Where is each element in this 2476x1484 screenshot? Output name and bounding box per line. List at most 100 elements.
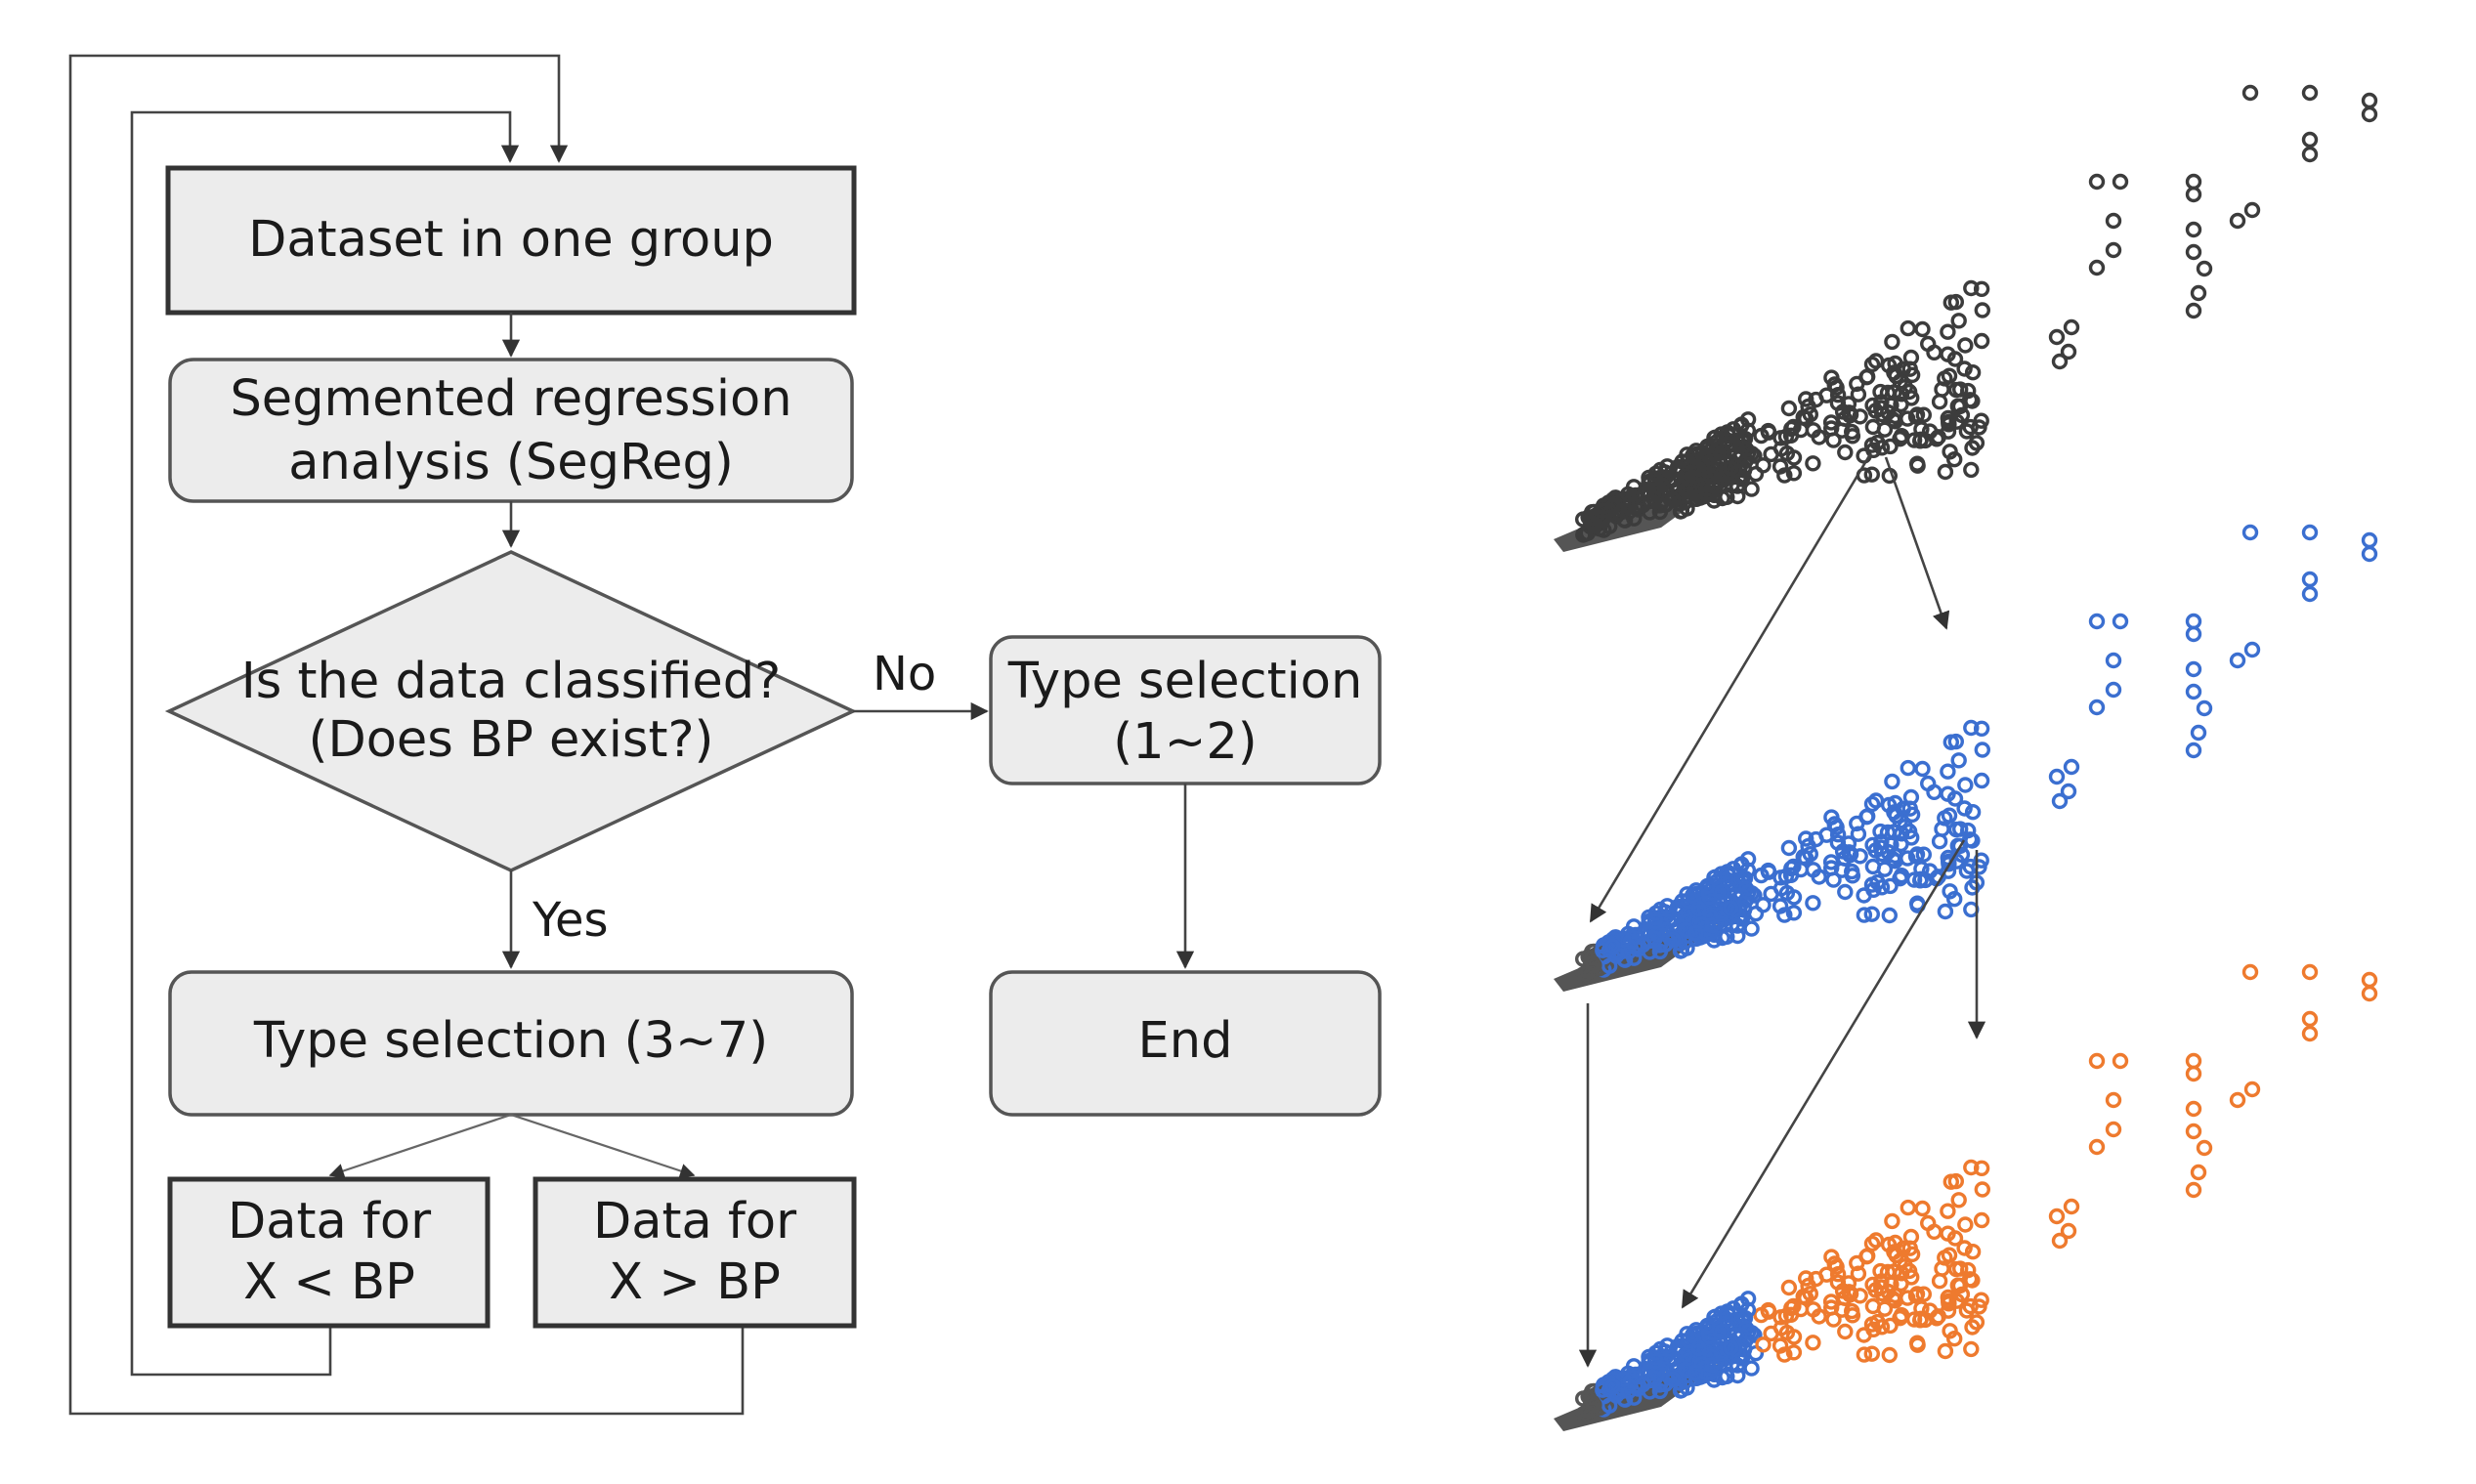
data-point xyxy=(1651,1382,1669,1400)
data-point xyxy=(1723,1339,1739,1356)
data-point xyxy=(2185,173,2202,191)
data-point xyxy=(1884,333,1900,351)
data-point xyxy=(1732,1296,1750,1313)
data-point xyxy=(1713,866,1729,882)
data-point xyxy=(1856,1346,1873,1363)
node-type-3-7-label: Type selection (3~7) xyxy=(253,1012,768,1070)
data-point xyxy=(1690,460,1707,478)
data-point xyxy=(1776,467,1793,484)
data-point xyxy=(1687,924,1704,941)
data-point xyxy=(1914,1200,1931,1217)
data-point xyxy=(1941,416,1957,433)
data-point xyxy=(2105,1121,2122,1138)
data-point xyxy=(2060,343,2077,360)
data-point xyxy=(1958,423,1976,440)
data-point xyxy=(2301,84,2319,102)
data-point xyxy=(1805,1301,1822,1318)
data-point xyxy=(1872,839,1890,856)
data-point xyxy=(1886,824,1902,840)
data-point xyxy=(2190,284,2207,302)
data-point xyxy=(1963,719,1980,737)
data-point xyxy=(2185,660,2202,678)
data-point xyxy=(1760,424,1777,441)
data-point xyxy=(2243,641,2261,658)
data-point xyxy=(1753,867,1770,884)
data-point xyxy=(1760,1303,1777,1320)
data-point xyxy=(1964,804,1982,821)
data-point xyxy=(2185,1052,2202,1070)
data-point xyxy=(1702,909,1720,925)
data-point xyxy=(1945,1330,1963,1347)
data-point xyxy=(1931,394,1948,410)
data-point xyxy=(2361,92,2378,109)
data-point xyxy=(1957,337,1974,354)
data-point xyxy=(2301,571,2319,588)
data-point xyxy=(1882,1317,1899,1335)
data-point xyxy=(1956,1240,1973,1256)
data-point xyxy=(2048,1208,2066,1225)
data-point xyxy=(1914,760,1931,778)
data-point xyxy=(1829,387,1847,403)
data-point xyxy=(1615,1371,1632,1388)
data-point xyxy=(2241,84,2259,102)
data-point xyxy=(1850,826,1867,842)
node-data-lt-line-2: X < BP xyxy=(243,1253,415,1311)
data-point xyxy=(2361,545,2378,563)
data-point xyxy=(1785,465,1803,482)
data-point xyxy=(1699,438,1716,455)
node-end: End xyxy=(989,970,1382,1117)
data-point xyxy=(1867,1232,1885,1249)
data-point xyxy=(1785,1344,1803,1361)
data-point xyxy=(1950,313,1967,329)
data-point xyxy=(2088,613,2106,630)
data-point xyxy=(1973,1160,1990,1177)
data-point xyxy=(1852,848,1868,865)
data-point xyxy=(1957,777,1974,793)
data-point xyxy=(1908,1335,1926,1351)
data-point xyxy=(2243,1081,2261,1098)
data-point xyxy=(1893,428,1910,445)
data-point xyxy=(1937,810,1953,827)
node-data-x-greater-bp: Data for X > BP xyxy=(533,1176,857,1329)
data-point xyxy=(2105,652,2122,669)
data-point xyxy=(2196,260,2213,277)
data-point xyxy=(1664,1371,1682,1387)
data-point xyxy=(1677,1346,1693,1364)
decision-line-2: (Does BP exist?) xyxy=(309,711,714,769)
data-point xyxy=(1958,863,1976,879)
data-point xyxy=(2105,241,2122,259)
data-point xyxy=(1755,897,1772,913)
data-point xyxy=(1777,868,1795,885)
data-point xyxy=(1961,1271,1979,1288)
data-point xyxy=(1901,800,1918,817)
data-point xyxy=(1651,901,1669,918)
data-point xyxy=(2185,302,2202,319)
data-point xyxy=(1856,907,1873,923)
data-point xyxy=(1729,917,1746,934)
data-point xyxy=(1957,1216,1974,1233)
data-point xyxy=(2361,985,2378,1002)
data-point xyxy=(1886,384,1902,401)
data-point xyxy=(2185,243,2202,261)
data-point xyxy=(1732,417,1750,434)
data-point xyxy=(1690,1339,1707,1357)
data-point xyxy=(1829,834,1847,851)
data-point xyxy=(2063,1198,2080,1215)
data-point xyxy=(1635,496,1651,514)
data-point xyxy=(1584,1394,1601,1411)
data-point xyxy=(1864,397,1881,414)
data-point xyxy=(1931,1272,1948,1290)
data-point xyxy=(1805,422,1822,439)
data-point xyxy=(1974,742,1991,758)
data-point xyxy=(1973,1211,1990,1229)
data-point xyxy=(1881,1346,1899,1364)
data-point xyxy=(1604,1378,1621,1395)
data-point xyxy=(1702,1348,1720,1365)
data-point xyxy=(2243,201,2261,219)
data-point xyxy=(1729,478,1746,494)
data-point xyxy=(1963,461,1980,479)
data-point xyxy=(1805,455,1821,472)
data-point xyxy=(1805,895,1821,912)
data-point xyxy=(1864,418,1882,436)
